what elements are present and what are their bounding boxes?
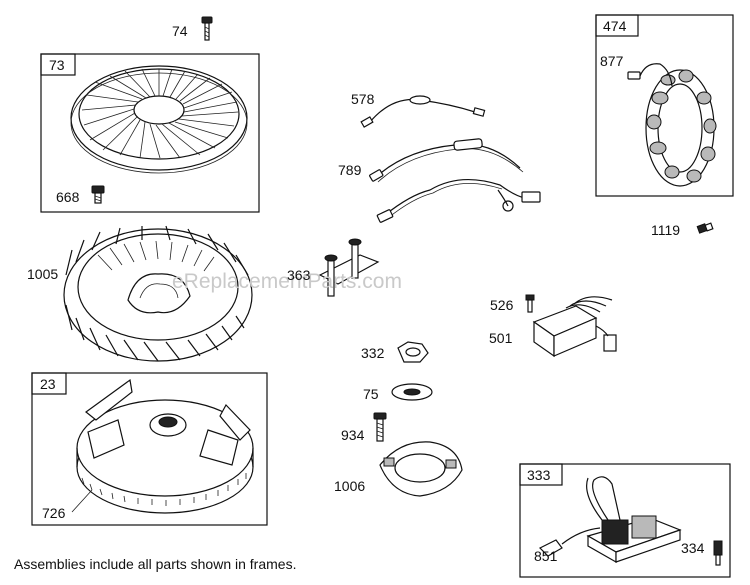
- regulator-drawing: [532, 296, 617, 358]
- part-label-668: 668: [56, 189, 80, 205]
- nut-drawing: [397, 341, 429, 363]
- part-label-526: 526: [490, 297, 514, 313]
- part-label-1119: 1119: [651, 222, 680, 238]
- part-label-789: 789: [338, 162, 362, 178]
- screw-1119-drawing: [696, 222, 714, 234]
- frame-23: 23: [31, 372, 268, 526]
- part-label-334: 334: [681, 540, 705, 556]
- part-label-75: 75: [363, 386, 379, 402]
- part-label-1005: 1005: [27, 266, 58, 282]
- ignition-armature-drawing: [538, 476, 682, 564]
- frame-333: 333: [519, 463, 731, 578]
- frame-23-label: 23: [40, 376, 56, 392]
- part-label-501: 501: [489, 330, 513, 346]
- part-label-363: 363: [287, 267, 311, 283]
- screw-526-drawing: [525, 294, 535, 313]
- screw-668-drawing: [91, 185, 105, 204]
- screw-74-drawing: [201, 16, 213, 41]
- part-label-332: 332: [361, 345, 385, 361]
- part-label-851: 851: [534, 548, 558, 564]
- flywheel-fan-drawing: [63, 225, 253, 362]
- frame-73: 73: [40, 53, 260, 213]
- frame-333-label: 333: [527, 467, 551, 483]
- leader-726: [71, 489, 93, 513]
- watermark-text: eReplacementParts.com: [172, 270, 402, 293]
- ring-bracket-drawing: [379, 441, 463, 497]
- screw-934-drawing: [373, 412, 387, 442]
- part-label-74: 74: [172, 23, 188, 39]
- frames-footnote: Assemblies include all parts shown in fr…: [14, 556, 297, 572]
- part-label-726: 726: [42, 505, 66, 521]
- part-label-934: 934: [341, 427, 365, 443]
- washer-drawing: [391, 383, 433, 401]
- frame-474: 474: [595, 14, 734, 197]
- frame-73-label: 73: [49, 57, 65, 73]
- alternator-drawing: [627, 63, 717, 187]
- part-label-1006: 1006: [334, 478, 365, 494]
- part-label-877: 877: [600, 53, 624, 69]
- wire-harness-drawing: [369, 138, 541, 223]
- ground-wire-drawing: [360, 95, 486, 128]
- rotating-screen-drawing: [70, 65, 248, 174]
- part-label-578: 578: [351, 91, 375, 107]
- screw-334-drawing: [713, 540, 723, 566]
- bracket-drawing: [318, 238, 380, 297]
- flywheel-drawing: [76, 378, 254, 514]
- frame-474-label: 474: [603, 18, 627, 34]
